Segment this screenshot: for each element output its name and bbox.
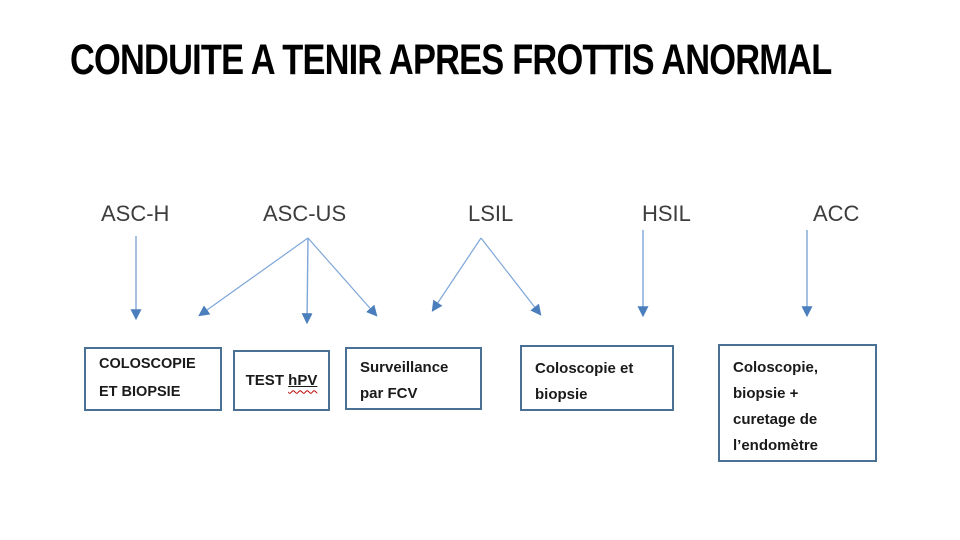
arrow-lsil-to-surveillance-fcv — [431, 237, 482, 312]
box-line: Coloscopie, — [733, 359, 819, 376]
box-line: par FCV — [360, 385, 418, 402]
box-line: Surveillance — [360, 359, 449, 376]
box-line: biopsie — [535, 386, 588, 403]
box-surveillance-fcv: Surveillance par FCV — [345, 347, 482, 410]
category-label-lsil: LSIL — [468, 201, 514, 226]
arrow-asc-us-to-coloscopie-et-biopsie — [198, 237, 309, 317]
arrow-asc-us-to-test-hpv — [301, 237, 313, 325]
category-label-hsil: HSIL — [642, 201, 691, 226]
box-line: biopsie + — [733, 385, 799, 402]
box-coloscopie-biopsie: Coloscopie et biopsie — [520, 345, 674, 411]
box-coloscopie-et-biopsie: COLOSCOPIE ET BIOPSIE — [84, 347, 222, 411]
box-coloscopie-curetage: Coloscopie, biopsie + curetage de l’endo… — [718, 344, 877, 462]
box-line: TEST hPV — [246, 368, 318, 394]
category-label-asc-us: ASC-US — [263, 201, 347, 226]
box-line: ET BIOPSIE — [99, 384, 181, 400]
category-label-asc-h: ASC-H — [101, 201, 170, 226]
box-line: curetage de — [733, 411, 818, 428]
box-line: COLOSCOPIE — [99, 356, 196, 372]
arrow-lsil-to-coloscopie-biopsie — [480, 237, 542, 316]
category-label-acc: ACC — [813, 201, 860, 226]
box-line: Coloscopie et — [535, 360, 634, 377]
box-test-hpv: TEST hPV — [233, 350, 330, 411]
test-hpv-term: hPV — [288, 372, 317, 389]
slide-title: CONDUITE A TENIR APRES FROTTIS ANORMAL — [70, 36, 832, 84]
arrow-asc-us-to-surveillance-fcv — [307, 237, 378, 317]
spellcheck-underline: hPV — [288, 371, 318, 389]
test-hpv-prefix: TEST — [245, 371, 289, 389]
box-line: l’endomètre — [733, 437, 819, 454]
